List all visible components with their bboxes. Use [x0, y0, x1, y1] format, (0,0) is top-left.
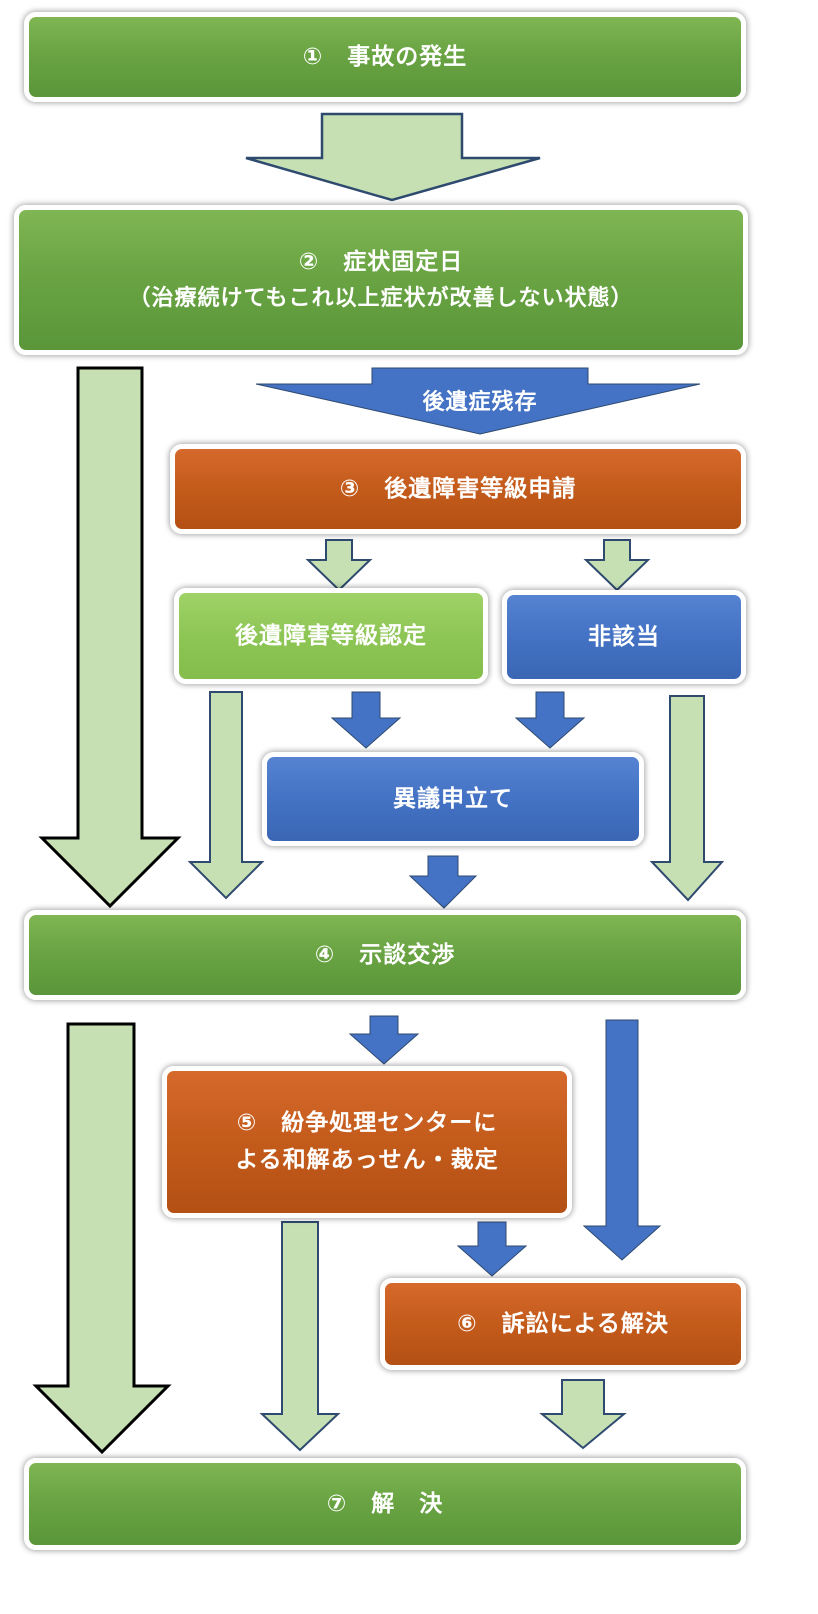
objection-box: 異議申立て	[262, 752, 644, 846]
arrow-step1-to-step2	[245, 112, 541, 202]
step7-label: ⑦ 解 決	[326, 1490, 444, 1517]
arrow-certified-to-objection	[330, 691, 402, 749]
step2-label: ② 症状固定日	[298, 249, 464, 275]
arrow-residual	[255, 367, 701, 435]
step5-line2: よる和解あっせん・裁定	[235, 1147, 499, 1173]
step3-label: ③ 後遺障害等級申請	[339, 475, 577, 502]
step6-label: ⑥ 訴訟による解決	[457, 1310, 669, 1337]
arrow-not-applicable-to-objection	[514, 691, 586, 749]
arrow-step3-to-certified	[305, 539, 373, 592]
objection-label: 異議申立て	[393, 785, 513, 812]
step3-box: ③ 後遺障害等級申請	[170, 444, 746, 534]
step6-box: ⑥ 訴訟による解決	[380, 1278, 746, 1370]
arrow-step5-to-step7	[259, 1221, 341, 1452]
arrow-objection-to-step4	[408, 855, 478, 909]
arrow-not-applicable-to-step4	[649, 695, 725, 902]
step2-sub: （治療続けてもこれ以上症状が改善しない状態）	[128, 285, 634, 311]
step1-label: ① 事故の発生	[302, 43, 468, 70]
arrow-step6-to-step7	[539, 1379, 627, 1450]
arrow-step4-to-step5	[348, 1015, 420, 1065]
step4-label: ④ 示談交渉	[314, 941, 456, 968]
arrow-step3-to-not-applicable	[583, 539, 651, 592]
arrow-step2-to-step4	[38, 366, 182, 909]
step4-box: ④ 示談交渉	[24, 910, 746, 1000]
step5-box: ⑤ 紛争処理センターに よる和解あっせん・裁定	[162, 1066, 572, 1218]
step1-box: ① 事故の発生	[24, 12, 746, 102]
step7-box: ⑦ 解 決	[24, 1458, 746, 1550]
step5-line1: ⑤ 紛争処理センターに	[236, 1110, 498, 1137]
certified-box: 後遺障害等級認定	[174, 588, 488, 684]
certified-label: 後遺障害等級認定	[235, 622, 427, 649]
residual-arrow-label: 後遺症残存	[422, 390, 538, 415]
arrow-step5-to-step6	[456, 1221, 528, 1277]
arrow-step4-to-step7	[32, 1022, 172, 1455]
not-applicable-box: 非該当	[502, 590, 746, 684]
not-applicable-label: 非該当	[588, 623, 660, 650]
arrow-step4-to-step6	[582, 1019, 662, 1261]
step2-box: ② 症状固定日 （治療続けてもこれ以上症状が改善しない状態）	[14, 205, 748, 355]
arrow-certified-to-step4	[187, 691, 265, 900]
